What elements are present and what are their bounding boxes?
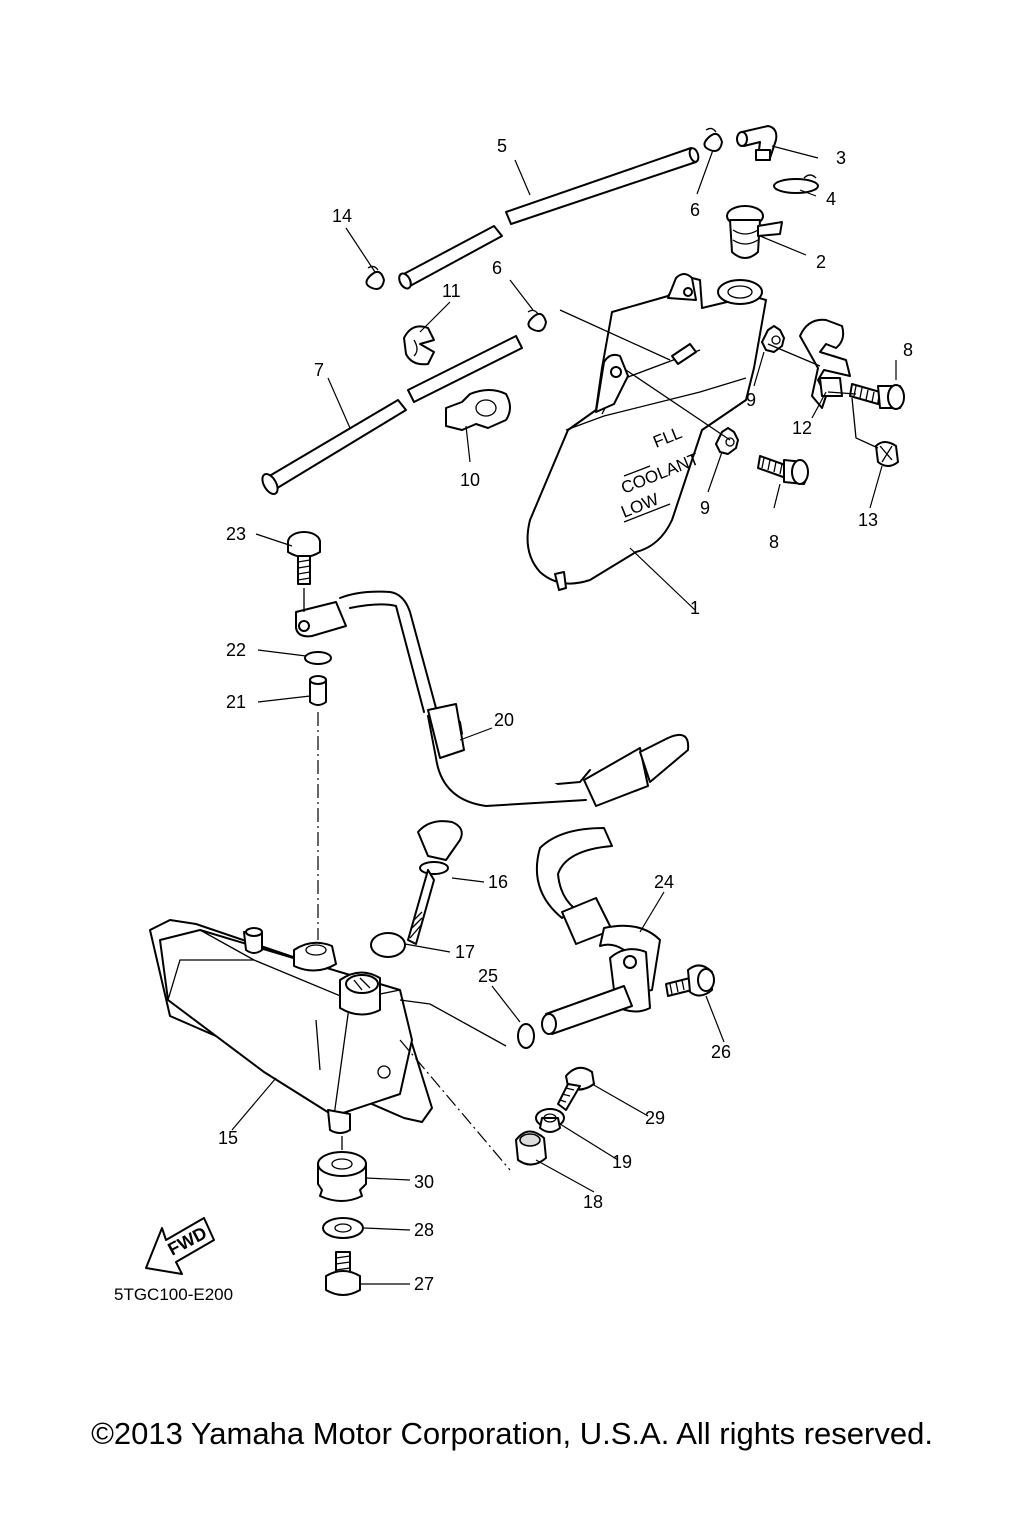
hose-clamp-11[interactable]	[403, 325, 435, 366]
callout-8-lower: 8	[769, 532, 779, 552]
bolt-26[interactable]	[665, 964, 715, 997]
callout-13: 13	[858, 510, 878, 530]
callout-6-upper: 6	[690, 200, 700, 220]
callout-11: 11	[442, 281, 461, 301]
callout-6-lower: 6	[492, 258, 502, 278]
callout-10: 10	[460, 470, 480, 490]
callout-3: 3	[836, 148, 846, 168]
diagram-code: 5TGC100-E200	[114, 1285, 233, 1304]
collar-21[interactable]	[309, 675, 327, 706]
hose-7[interactable]	[259, 335, 523, 497]
elbow-fitting-3[interactable]	[736, 125, 778, 161]
copyright-notice: ©2013 Yamaha Motor Corporation, U.S.A. A…	[91, 1416, 933, 1451]
callout-labels: 1 2 3 4 5 6 6 7 8 8 9 9 10 11 12 13 14 1…	[218, 136, 913, 1294]
hose-clip-14[interactable]	[365, 265, 385, 290]
callout-1: 1	[690, 598, 700, 618]
oil-tank-15[interactable]	[149, 919, 433, 1134]
callout-15: 15	[218, 1128, 238, 1148]
bolt-23[interactable]	[287, 531, 321, 585]
callout-21: 21	[226, 692, 246, 712]
radiator-cap-2[interactable]	[726, 205, 783, 259]
callout-18: 18	[583, 1192, 603, 1212]
hose-clip-13[interactable]	[875, 441, 899, 467]
bolt-8-upper[interactable]	[849, 383, 905, 410]
bolt-29[interactable]	[557, 1066, 595, 1111]
callout-7: 7	[314, 360, 324, 380]
o-ring-25[interactable]	[517, 1023, 535, 1049]
callout-14: 14	[332, 206, 352, 226]
oil-pipe-20[interactable]	[295, 590, 690, 807]
o-ring-22[interactable]	[304, 651, 332, 665]
coolant-reservoir-1[interactable]: FLL COOLANT LOW	[526, 273, 767, 591]
spring-clamp-4[interactable]	[773, 174, 819, 194]
callout-29: 29	[645, 1108, 665, 1128]
bracket-clamp-12[interactable]	[799, 318, 851, 409]
callout-19: 19	[612, 1152, 632, 1172]
callout-30: 30	[414, 1172, 434, 1192]
oil-pipe-24[interactable]	[535, 827, 661, 1035]
grommet-18[interactable]	[515, 1130, 547, 1166]
callout-28: 28	[414, 1220, 434, 1240]
o-ring-17[interactable]	[370, 932, 406, 958]
callout-9-lower: 9	[700, 498, 710, 518]
callout-5: 5	[497, 136, 507, 156]
callout-23: 23	[226, 524, 246, 544]
callout-20: 20	[494, 710, 514, 730]
callout-9-upper: 9	[746, 390, 756, 410]
leader-lines	[231, 145, 897, 1285]
callout-16: 16	[488, 872, 508, 892]
callout-4: 4	[826, 189, 836, 209]
dipstick-16[interactable]	[407, 820, 463, 945]
callout-22: 22	[226, 640, 246, 660]
hose-5[interactable]	[397, 147, 700, 290]
callout-8-upper: 8	[903, 340, 913, 360]
callout-26: 26	[711, 1042, 731, 1062]
forward-direction-arrow: FWD	[145, 1217, 215, 1275]
callout-25: 25	[478, 966, 498, 986]
callout-27: 27	[414, 1274, 434, 1294]
washer-9-upper[interactable]	[761, 325, 785, 353]
washer-9-lower[interactable]	[715, 427, 739, 455]
callout-17: 17	[455, 942, 475, 962]
hose-clamp-10[interactable]	[445, 389, 511, 431]
damper-30[interactable]	[317, 1151, 367, 1202]
washer-28[interactable]	[322, 1217, 364, 1239]
callout-12: 12	[792, 418, 812, 438]
callout-24: 24	[654, 872, 674, 892]
bolt-8-lower[interactable]	[757, 455, 809, 485]
hose-clip-6-lower[interactable]	[527, 309, 547, 332]
bolt-27[interactable]	[325, 1251, 361, 1296]
hose-clip-6-upper[interactable]	[703, 127, 723, 152]
callout-2: 2	[816, 252, 826, 272]
collar-19[interactable]	[535, 1108, 565, 1133]
